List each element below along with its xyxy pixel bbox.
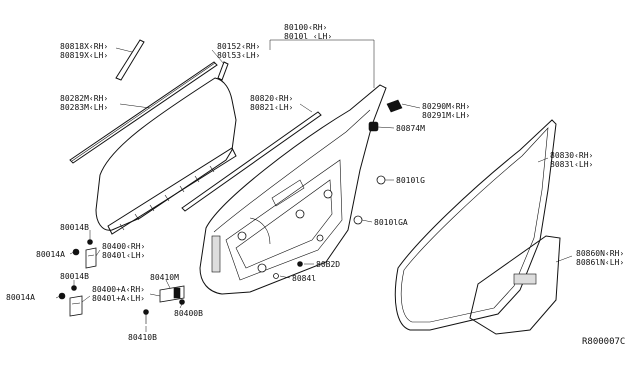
hinge-bolt-80014b-bot bbox=[71, 285, 77, 291]
label-80818: 80818X‹RH› bbox=[60, 42, 108, 51]
label-80400b: 80400B bbox=[174, 309, 203, 318]
label-80841: 8084l bbox=[292, 274, 316, 283]
label-80860: 80860N‹RH› bbox=[576, 249, 624, 258]
front-door-panel bbox=[199, 84, 387, 295]
door-sash-moulding bbox=[181, 111, 322, 212]
body-side-weatherstrip bbox=[394, 119, 557, 331]
label-80283: 80283M‹LH› bbox=[60, 103, 108, 112]
label-80282: 80282M‹RH› bbox=[60, 94, 108, 103]
clip-80101g bbox=[376, 175, 386, 185]
label-80291: 80291M‹LH› bbox=[422, 111, 470, 120]
label-80830: 80830‹RH› bbox=[550, 151, 593, 160]
door-hinge-lower bbox=[69, 295, 83, 317]
door-glass bbox=[95, 77, 237, 231]
label-80014b-bot: 80014B bbox=[60, 272, 89, 281]
label-80400: 80400‹RH› bbox=[102, 242, 145, 251]
door-lower-seal bbox=[469, 235, 561, 335]
label-80101g: 8010lG bbox=[396, 176, 425, 185]
hinge-bolt-80014a-bot bbox=[58, 292, 66, 300]
door-hinge-upper bbox=[85, 247, 97, 269]
label-80821: 80821‹LH› bbox=[250, 103, 293, 112]
hinge-bolt-80014b-top bbox=[87, 239, 93, 245]
door-check-bolt-80400b bbox=[179, 299, 185, 305]
diagram-code: R800007C bbox=[582, 337, 625, 347]
label-80153: 80l53‹LH› bbox=[217, 51, 260, 60]
grommet-80874m bbox=[368, 121, 379, 132]
clip-80101ga bbox=[353, 215, 363, 225]
door-glass-weatherstrip bbox=[69, 61, 218, 164]
label-80100: 80100‹RH› bbox=[284, 23, 327, 32]
label-80152: 80152‹RH› bbox=[217, 42, 260, 51]
label-80b2d: 80B2D bbox=[316, 260, 340, 269]
label-80410m: 80410M bbox=[150, 273, 179, 282]
label-80014a-top: 80014A bbox=[36, 250, 65, 259]
bolt-80b2d bbox=[297, 261, 303, 267]
label-80820: 80820‹RH› bbox=[250, 94, 293, 103]
label-80101ga: 8010lGA bbox=[374, 218, 408, 227]
leader-lines bbox=[55, 39, 573, 332]
door-check-bolt-80410b bbox=[143, 309, 149, 324]
label-80410b: 80410B bbox=[128, 333, 157, 342]
glass-regulator-channel bbox=[107, 147, 237, 235]
outer-moulding-strip bbox=[115, 39, 145, 81]
label-80874: 80874M bbox=[396, 124, 425, 133]
label-80014a-bot: 80014A bbox=[6, 293, 35, 302]
label-80401: 8040l‹LH› bbox=[102, 251, 145, 260]
label-80831: 8083l‹LH› bbox=[550, 160, 593, 169]
label-80014b-top: 80014B bbox=[60, 223, 89, 232]
label-80819: 80819X‹LH› bbox=[60, 51, 108, 60]
door-check-link bbox=[159, 285, 185, 303]
hinge-bolt-80014a-top bbox=[72, 248, 80, 256]
label-80101: 8010l ‹LH› bbox=[284, 32, 332, 41]
label-80400a: 80400+A‹RH› bbox=[92, 285, 145, 294]
grommet-80841 bbox=[273, 273, 279, 279]
label-80401a: 8040l+A‹LH› bbox=[92, 294, 145, 303]
label-80861: 8086lN‹LH› bbox=[576, 258, 624, 267]
door-seal-narrow bbox=[217, 61, 229, 81]
bracket-80290m bbox=[386, 99, 403, 113]
label-80290: 80290M‹RH› bbox=[422, 102, 470, 111]
